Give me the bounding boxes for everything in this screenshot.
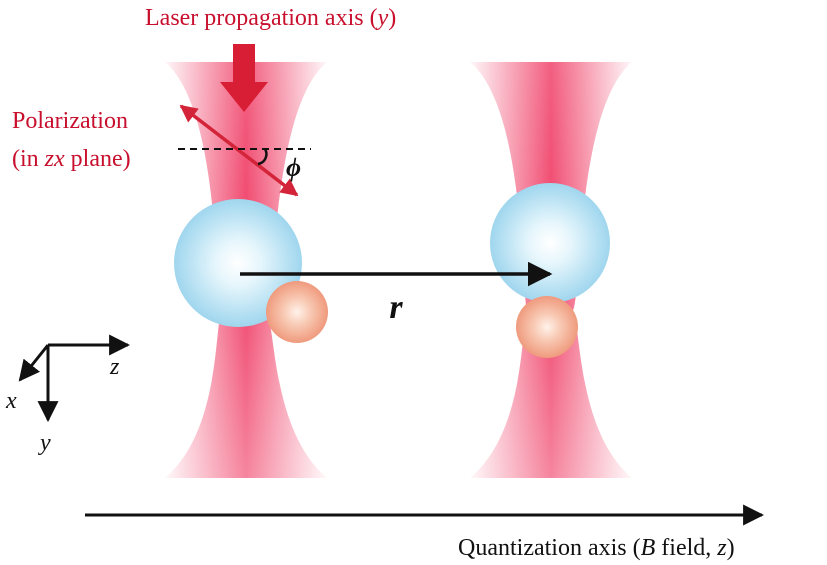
laser-direction-arrow [220, 44, 268, 112]
coordinate-axes [18, 334, 131, 423]
axis-label-x: x [5, 388, 17, 414]
polarization-label-line1: Polarization [12, 108, 128, 134]
angle-arc [257, 148, 268, 166]
polarization-label-line2: (in zx plane) [12, 146, 131, 172]
polarization-arrow [179, 104, 299, 197]
separation-label: r [389, 289, 403, 326]
axis-label-z: z [109, 354, 120, 380]
axis-label-y: y [38, 430, 51, 456]
atom-large-left [174, 199, 302, 327]
atom-small-right [516, 296, 578, 358]
quantization-axis-label: Quantization axis (B field, z) [458, 535, 735, 561]
atom-small-left [266, 281, 328, 343]
laser-axis-label: Laser propagation axis (y) [145, 5, 396, 31]
angle-label: ϕ [286, 153, 301, 182]
atom-large-right [490, 183, 610, 303]
